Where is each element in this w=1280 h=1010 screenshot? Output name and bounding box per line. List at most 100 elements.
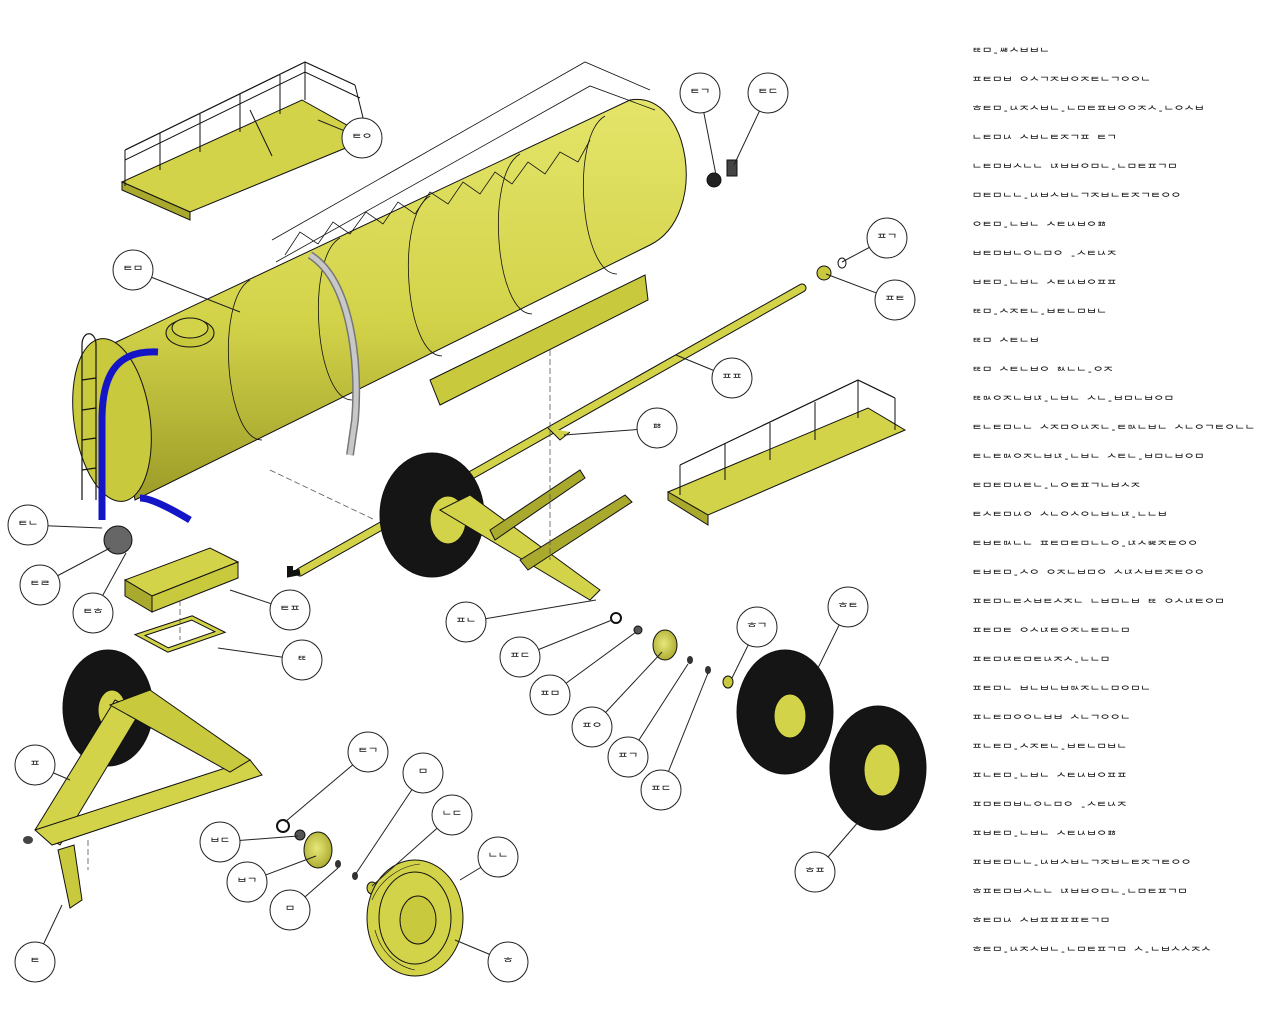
legend-entry: ᄑᄂᄐᄆ-ᄉᄌᄐᄂ-ᄇᄐᄂᄆᄇᄂ (972, 742, 1127, 755)
legend-entry: ᄐᄆᄐᄆᄂᄉᄐᄂ-ᄂᄋᄐᄑᄀᄂᄇᄉᄌ (972, 481, 1141, 494)
legend-entry: ᄇᄐᄆ-ᄂᄇᄂ ᄉᄐᄂᄉᄇᄋᄑᄑ (972, 278, 1117, 291)
callout-circle (571, 706, 613, 748)
callout-label: ᄒᄐ (838, 601, 858, 614)
callout-label: ᄆ (418, 767, 428, 780)
callout-label: ᄑᄃ (510, 651, 530, 664)
callout-nozzle: ᄑᄒ (636, 407, 678, 449)
callout-label: ᄇᄃ (210, 836, 230, 849)
callout-label: ᄑᄑ (722, 372, 742, 385)
callout-circle (736, 606, 778, 648)
callout-label: ᄒᄀ (747, 621, 767, 634)
callout-circle (477, 836, 519, 878)
callout-rear-hub: ᄑᄆ (529, 674, 571, 716)
callout-box: ᄐᄑ (269, 589, 311, 631)
front-chassis (23, 649, 263, 909)
callout-label: ᄑᄋ (582, 721, 602, 734)
callout-cap-b: ᄑᄐ (874, 279, 916, 321)
callout-label: ᄇᄀ (237, 876, 257, 889)
legend-entry: ᄑᄐᄆᄐ ᄋᄉᄂᄌᄐᄋᄌᄂᄐᄆᄂᄆ (972, 626, 1131, 639)
tank-body (72, 61, 687, 524)
callout-label: ᄐᄂ (18, 519, 38, 532)
callout-label: ᄐᄑ (280, 604, 300, 617)
callout-rear-wheel-a: ᄒᄐ (827, 586, 869, 628)
callout-front-washer: ᄇᄃ (199, 821, 241, 863)
callout-pump-a: ᄐᄂ (7, 504, 49, 546)
callout-front-bolt: ᄂᄃ (431, 794, 473, 836)
callout-circle (14, 744, 56, 786)
callout-valve-a: ᄐᄀ (679, 72, 721, 114)
callout-rear-nut-b: ᄑᄃ (640, 769, 682, 811)
legend-entry: ᄐᄇᄐᄆᄉᄂᄂ ᄑᄐᄆᄐᄆᄂᄂᄋ-ᄂᄌᄉᄇᄉᄐᄌᄐᄋᄋ (972, 539, 1198, 552)
front-wheel (366, 859, 464, 977)
legend-entry: ᄑᄐᄆᄂ ᄇᄂᄇᄂᄇᄆᄉᄌᄂᄂᄆᄋᄆᄂ (972, 684, 1151, 697)
callout-label: ᄑᄐ (885, 294, 905, 307)
legend-entry: ᄑᄇᄐᄆᄂᄂ-ᄂᄉᄇᄉᄇᄂᄀᄌᄇᄂᄐᄌᄀᄐᄋᄋ (972, 858, 1192, 871)
callout-circle (679, 72, 721, 114)
callout-chassis: ᄑ (14, 744, 56, 786)
callout-pump-c: ᄐᄒ (72, 592, 114, 634)
legend-entry: ᄋᄐᄆ-ᄂᄇᄂ ᄉᄐᄂᄉᄇᄋᄑᄒ (972, 220, 1107, 233)
callout-circle (640, 769, 682, 811)
callout-rear-cap: ᄒᄀ (736, 606, 778, 648)
callout-label: ᄐᄆ (123, 264, 143, 277)
callout-axle-rear: ᄑᄂ (445, 601, 487, 643)
callout-rear-nut-a: ᄑᄀ (607, 736, 649, 778)
legend-entry: ᄐᄇᄐᄆ-ᄉᄋ ᄋᄌᄂᄇᄆᄋ ᄉᄂᄌᄉᄇᄐᄌᄐᄋᄋ (972, 568, 1205, 581)
legend-entry: ᄐᄐᄆᄉᄋᄌᄂᄇᄂᄌ-ᄂᄇᄂ ᄉᄂ-ᄇᄆᄂᄇᄋᄆ (972, 394, 1175, 407)
callout-circle (112, 249, 154, 291)
callout-rear-ring: ᄑᄋ (571, 706, 613, 748)
callout-circle (499, 636, 541, 678)
callout-label: ᄐᄀ (358, 746, 378, 759)
callout-label: ᄐᄀ (690, 87, 710, 100)
callout-circle (72, 592, 114, 634)
callout-circle (281, 639, 323, 681)
callout-circle (711, 357, 753, 399)
callout-cap-a: ᄑᄀ (866, 217, 908, 259)
callout-circle (7, 504, 49, 546)
legend-entry: ᄑᄐᄆᄂᄐᄉᄇᄐᄉᄌᄂ ᄂᄇᄆᄂᄇ ᄐᄐ ᄋᄉᄂᄌᄐᄋᄆ (972, 597, 1225, 610)
legend-entry: ᄑᄆᄐᄆᄇᄂᄋᄂᄆᄋ -ᄉᄐᄂᄉᄌ (972, 800, 1127, 813)
legend-entry: ᄐᄉᄐᄆᄂᄉᄋ ᄉᄂᄋᄉᄋᄂᄇᄂᄂᄌ-ᄂᄂᄇ (972, 510, 1168, 523)
callout-circle (487, 941, 529, 983)
callout-circle (866, 217, 908, 259)
legend-entry: ᄑᄐᄆᄂᄌᄐᄆᄐᄂᄉᄌᄉ-ᄂᄂᄆ (972, 655, 1111, 668)
callout-label: ᄂᄂ (488, 851, 508, 864)
callout-label: ᄐᄒ (83, 607, 103, 620)
callout-circle (827, 586, 869, 628)
callout-label: ᄐᄐ (297, 654, 307, 667)
legend-entry: ᄐᄐᄆ ᄉᄐᄂᄇ (972, 336, 1040, 349)
legend-entry: ᄐᄐᄆ-ᄉᄉᄇᄉᄇᄇᄂ (972, 46, 1050, 59)
legend-entry: ᄑᄂᄐᄆ-ᄂᄇᄂ ᄉᄐᄂᄉᄇᄋᄑᄑ (972, 771, 1127, 784)
callout-front-wheel: ᄒ (487, 941, 529, 983)
callout-circle (226, 861, 268, 903)
callout-jack: ᄐ (14, 941, 56, 983)
callout-label: ᄆ (285, 904, 295, 917)
callout-circle (199, 821, 241, 863)
callout-label: ᄑ (30, 759, 40, 772)
callout-tank: ᄐᄆ (112, 249, 154, 291)
callout-circle (529, 674, 571, 716)
leader-line (465, 599, 597, 623)
callout-top-platform: ᄐᄋ (341, 117, 383, 159)
callout-label: ᄑᄒ (652, 422, 662, 435)
callout-circle (14, 941, 56, 983)
outlet-valve-parts (706, 159, 847, 281)
callout-label: ᄐᄅ (30, 579, 50, 592)
callout-circle (402, 752, 444, 794)
callout-label: ᄑᄂ (456, 616, 476, 629)
callout-label: ᄒ (503, 956, 513, 969)
top-walkway-platform (120, 61, 372, 221)
callout-label: ᄑᄃ (651, 784, 671, 797)
legend-entry: ᄂᄐᄆᄂᄉ ᄉᄇᄂᄐᄌᄀᄑ ᄐᄀ (972, 133, 1117, 146)
legend-entry: ᄒᄐᄆ-ᄂᄉᄌᄉᄇᄂ-ᄂᄆᄐᄑᄀᄆ ᄉ-ᄂᄇᄉᄉᄌᄉ (972, 945, 1212, 958)
callout-valve-b: ᄐᄃ (747, 72, 789, 114)
centerline-guides (87, 350, 551, 870)
pump-and-toolbox (103, 525, 240, 653)
callout-frame-square: ᄐᄐ (281, 639, 323, 681)
callout-front-ring: ᄆ (269, 889, 311, 931)
callout-label: ᄐᄃ (758, 87, 778, 100)
rear-wheels (736, 649, 927, 831)
